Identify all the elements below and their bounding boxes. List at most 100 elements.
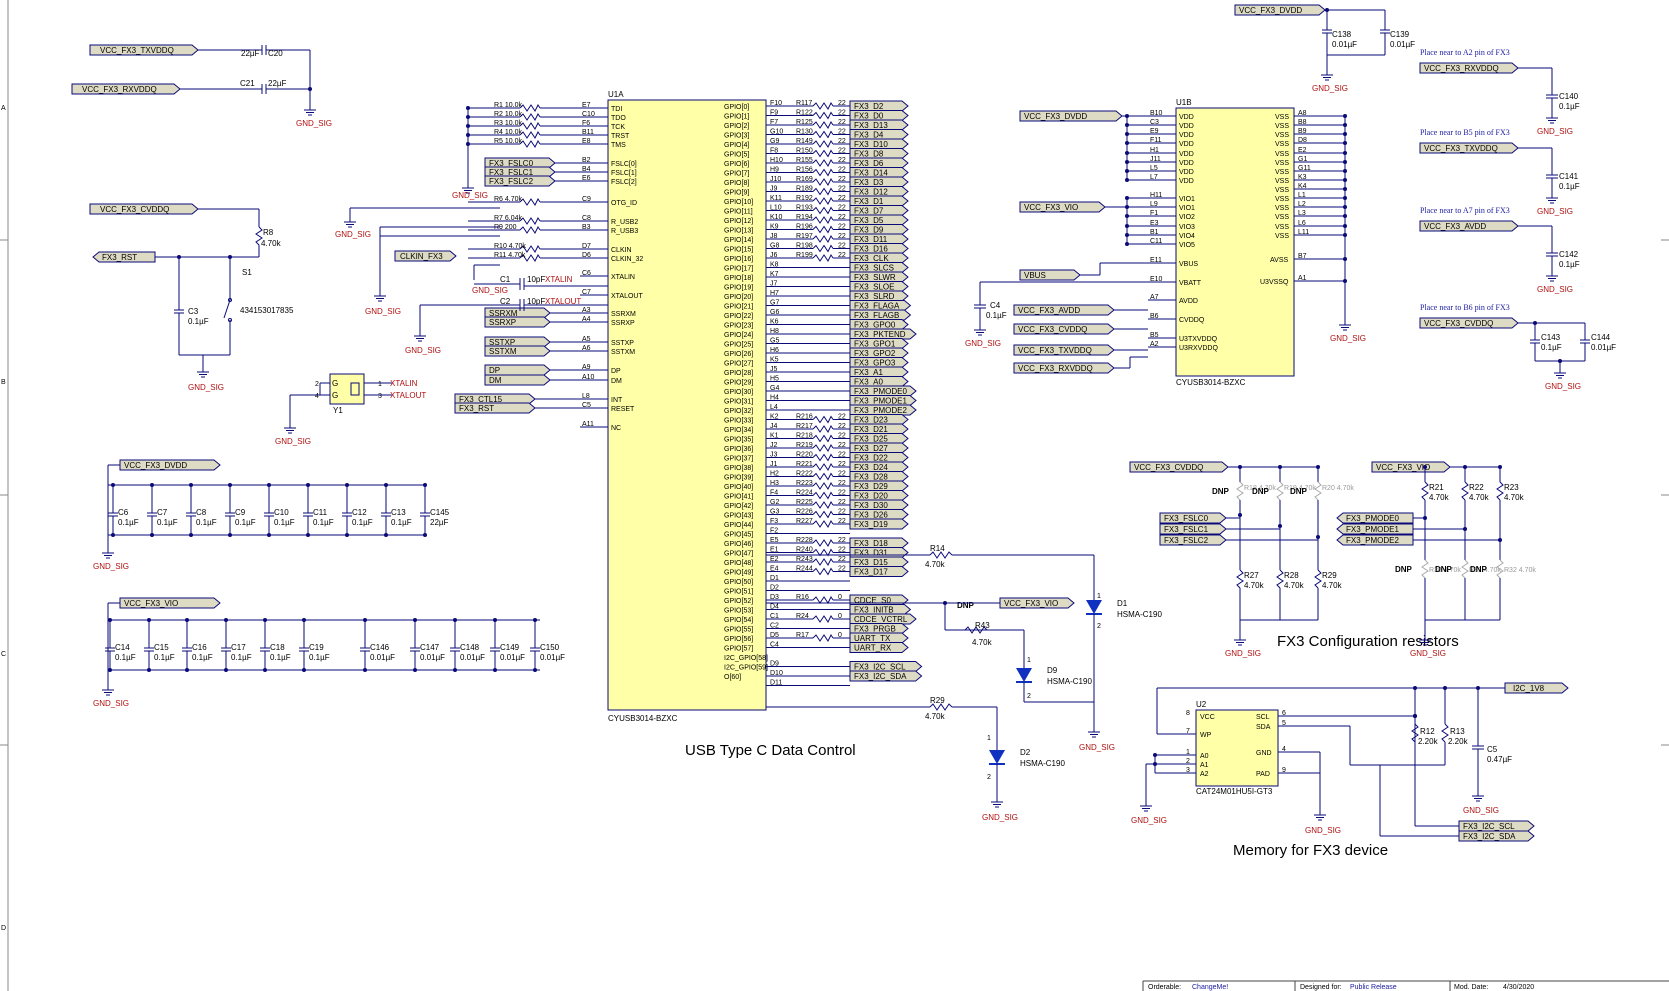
u1a-net-port (849, 271, 909, 283)
u1a-series-res (519, 104, 541, 112)
u1b-pin-number: L5 (1150, 165, 1158, 172)
u1a-res-val: 22 (838, 138, 846, 145)
u1b-port-vbus (1019, 269, 1081, 281)
u1a-pin-number: G5 (770, 338, 779, 345)
u1a-pin-name: INT (611, 397, 623, 404)
u1b-pin-name: VSS (1275, 132, 1289, 139)
u1a-series-res (519, 254, 541, 262)
u1b-pin-number: B10 (1150, 110, 1163, 117)
u1a-res-ref: R216 (796, 414, 813, 421)
gnd-label: GND_SIG (365, 307, 401, 316)
u1a-pin-number: J6 (770, 252, 778, 259)
u1b-pin-number: L2 (1298, 201, 1306, 208)
u1a-res-ref: R122 (796, 110, 813, 117)
d1-pin-label: 1 (1097, 593, 1101, 600)
u1b-pin-number: D8 (1298, 137, 1307, 144)
u1a-pin-number: K1 (770, 433, 779, 440)
u1a-net-port (849, 357, 909, 368)
u2-ref: U2 (1196, 700, 1207, 709)
u1a-net-port (849, 613, 917, 625)
u1a-pin-name: R_USB2 (611, 219, 638, 226)
u1b-port-vio (1019, 201, 1106, 213)
u1a-res-val: 22 (838, 195, 846, 202)
d9-part: HSMA-C190 (1047, 677, 1092, 686)
decap-val: 0.1µF (309, 653, 330, 662)
u1a-pin-number: H5 (770, 376, 779, 383)
u1a-net-port-label: FX3_PMODE2 (854, 406, 907, 415)
u1a-pin-number: B3 (582, 224, 591, 231)
u1a-net-port-label: FX3_D26 (854, 511, 888, 520)
u1b-port-txvddq-label: VCC_FX3_TXVDDQ (1018, 346, 1092, 355)
c21-val: 22µF (268, 79, 287, 88)
u1a-net-port (849, 670, 923, 682)
ground-symbol (1338, 324, 1352, 331)
u1a-gpio-name: GPIO[7] (724, 171, 749, 178)
cfg-vio-port (1371, 461, 1451, 473)
decap-ref: C8 (196, 508, 207, 517)
decap-supply-port (119, 597, 221, 609)
u1a-net-port-label: FX3_D1 (854, 197, 884, 206)
ground-symbol (1233, 639, 1247, 646)
junction (306, 483, 310, 487)
u1b-pin-number: B6 (1150, 313, 1159, 320)
u1a-net-port (849, 300, 912, 311)
u1a-net-port-label: FX3_SLOE (854, 283, 894, 292)
u1a-pin-number: A11 (582, 421, 594, 428)
junction (345, 533, 349, 537)
u1a-left-pins: TDIE7TDOC10TCKF6TRSTB11TMSE8FSLC[0]B2FSL… (454, 102, 643, 432)
u1b-port-dvdd (1019, 110, 1123, 122)
u1b-pin-name: VIO2 (1179, 214, 1195, 221)
decap-ref: C11 (313, 508, 328, 517)
c4-val: 0.1µF (986, 311, 1007, 320)
ground-symbol (1545, 117, 1559, 124)
y1-pin: 4 (315, 393, 319, 400)
u1a-pin-number: K6 (770, 319, 779, 326)
u1b-port-avdd (1013, 304, 1115, 316)
gnd-label: GND_SIG (405, 346, 441, 355)
junction (228, 483, 232, 487)
u1a-pin-number: H2 (770, 471, 779, 478)
u1a-res-val: 22 (838, 100, 846, 107)
u1b-pin-number: K3 (1298, 174, 1307, 181)
u1a-gpio-name: GPIO[20] (724, 294, 753, 301)
u1a-net-port-label: FX3_PMODE1 (854, 397, 907, 406)
u1a-res-ref: R24 (796, 613, 809, 620)
d1-pin-label: 2 (1097, 623, 1101, 630)
u1a-pin-number: K7 (770, 271, 779, 278)
xtalin-label: XTALIN (545, 275, 573, 284)
u1a-pin-number: F10 (770, 100, 782, 107)
u1a-res-ref: R16 (796, 594, 809, 601)
u1a-res-val: 22 (838, 518, 846, 525)
junction (533, 618, 537, 622)
u1a-pin-number: A4 (582, 316, 591, 323)
port-cvddq: VCC_FX3_CVDDQ (100, 205, 169, 214)
u1b-pin-number: E11 (1150, 257, 1162, 264)
u1a-series-res (812, 596, 834, 604)
decap-val: 0.1µF (157, 518, 178, 527)
u1a-gpio-name: GPIO[1] (724, 114, 749, 121)
u1a-gpio-name: GPIO[16] (724, 256, 753, 263)
r8-val: 4.70k (261, 239, 282, 248)
u1a-pin-number: D10 (770, 670, 783, 677)
u1a-res-ref: R217 (796, 423, 813, 430)
junction (1125, 151, 1129, 155)
u1a-net-port-label: FX3_D25 (854, 435, 888, 444)
row-label-d: D (1, 925, 6, 932)
u1a-gpio-name: GPIO[56] (724, 636, 753, 643)
d9-ref: D9 (1047, 666, 1058, 675)
u1a-pin-number: L8 (582, 393, 590, 400)
u1a-pin-name: XTALOUT (611, 293, 643, 300)
cfg-bot-ref: R27 (1244, 571, 1259, 580)
u1a-res-ref: R243 (796, 556, 813, 563)
u1a-res-ref: R155 (796, 157, 813, 164)
u1a-net-port (849, 499, 909, 511)
u1a-net-port-label: CDCE_S0 (854, 596, 891, 605)
u1a-net-port-label: CDCE_VCTRL (854, 615, 908, 624)
u1a-gpio-name: GPIO[31] (724, 399, 753, 406)
gnd-label: GND_SIG (1079, 743, 1115, 752)
u1a-res-val: 22 (838, 414, 846, 421)
u1a-gpio-name: GPIO[53] (724, 608, 753, 615)
u1b-port-vio-label: VCC_FX3_VIO (1024, 203, 1078, 212)
port-i2c-1v8: I2C_1V8 (1513, 684, 1545, 693)
